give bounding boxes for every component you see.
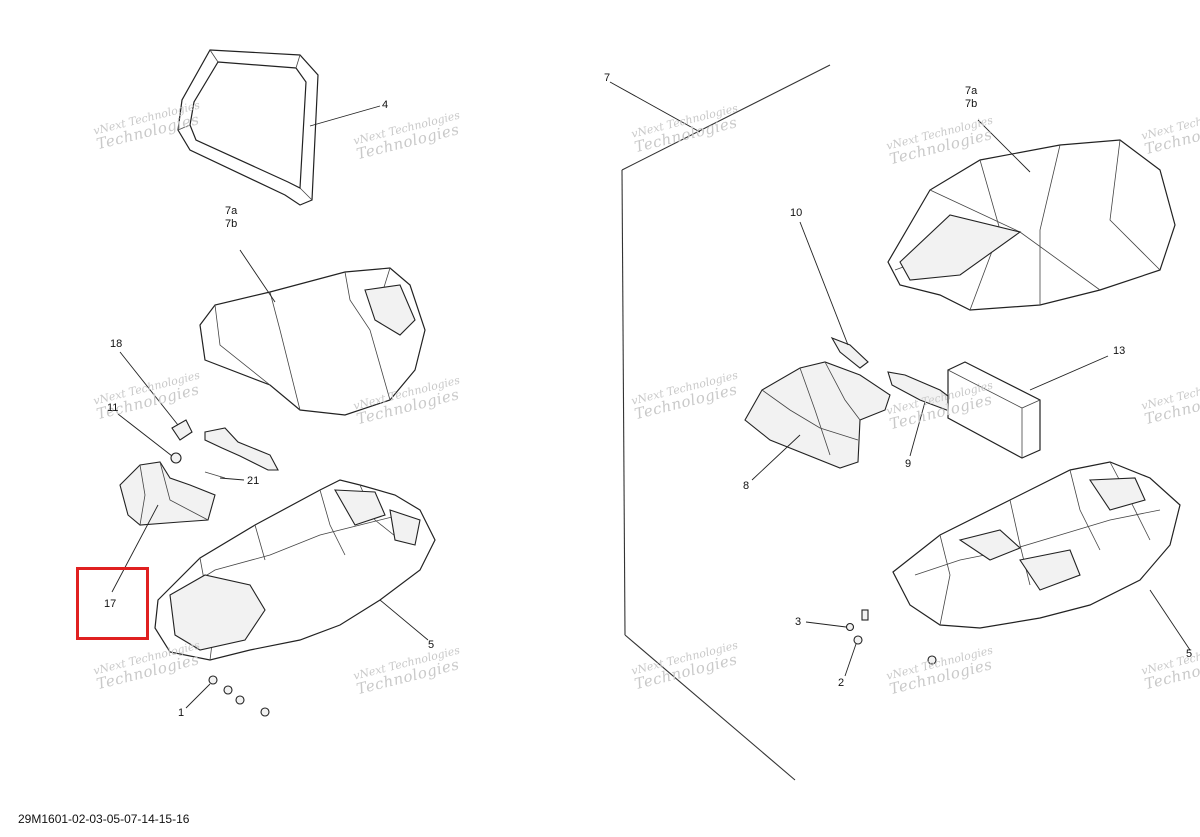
- diagram-code: 29M1601-02-03-05-07-14-15-16: [18, 812, 190, 826]
- leader-17: [111, 504, 159, 593]
- callout-4[interactable]: 4: [382, 99, 389, 111]
- callout-5-right[interactable]: 5: [1186, 648, 1193, 660]
- leader-7-left: [239, 249, 276, 303]
- callout-10[interactable]: 10: [790, 207, 803, 219]
- callout-17[interactable]: 17: [104, 598, 117, 610]
- leader-5-right: [1149, 589, 1191, 651]
- leader-8: [751, 434, 801, 481]
- part-2-nut[interactable]: [853, 635, 937, 665]
- callout-7[interactable]: 7: [604, 72, 611, 84]
- selection-highlight: [76, 567, 149, 640]
- part-11-bolt[interactable]: [170, 452, 182, 464]
- leader-3: [805, 621, 847, 628]
- callout-3[interactable]: 3: [795, 616, 802, 628]
- callout-7a[interactable]: 7a: [225, 205, 238, 217]
- part-7-outline: [621, 64, 831, 781]
- callout-5-left[interactable]: 5: [428, 639, 435, 651]
- part-7-seat-right[interactable]: [887, 139, 1176, 311]
- leader-2: [844, 643, 857, 677]
- callout-18[interactable]: 18: [110, 338, 123, 350]
- leader-21: [219, 477, 245, 481]
- callout-7b-right[interactable]: 7b: [965, 98, 978, 110]
- leader-7-right: [977, 119, 1031, 173]
- callout-11[interactable]: 11: [107, 402, 119, 414]
- part-5-body-left[interactable]: [154, 479, 436, 661]
- leader-9: [909, 401, 926, 457]
- leader-1: [185, 683, 211, 709]
- leader-18: [119, 351, 179, 426]
- part-3-washer[interactable]: [845, 609, 869, 632]
- part-bracket[interactable]: [204, 427, 279, 471]
- callout-7a-right[interactable]: 7a: [965, 85, 978, 97]
- part-8-bin[interactable]: [744, 361, 891, 469]
- part-18-clip[interactable]: [171, 419, 193, 441]
- callout-9[interactable]: 9: [905, 458, 912, 470]
- part-21-spring[interactable]: [204, 471, 226, 479]
- leader-5-left: [379, 599, 429, 641]
- part-10[interactable]: [830, 336, 869, 369]
- part-4-frame[interactable]: [177, 49, 319, 206]
- part-1-screws[interactable]: [208, 675, 270, 717]
- leader-7: [609, 81, 701, 133]
- callout-1[interactable]: 1: [178, 707, 185, 719]
- callout-2[interactable]: 2: [838, 677, 845, 689]
- leader-4: [309, 105, 381, 127]
- part-17-tray[interactable]: [119, 461, 216, 526]
- part-5-body-right[interactable]: [892, 461, 1181, 629]
- leader-13: [1029, 355, 1109, 391]
- part-7-seat-left[interactable]: [199, 267, 426, 416]
- callout-13[interactable]: 13: [1113, 345, 1126, 357]
- leader-11: [117, 413, 173, 457]
- callout-7b[interactable]: 7b: [225, 218, 238, 230]
- callout-8[interactable]: 8: [743, 480, 750, 492]
- leader-10: [799, 221, 849, 346]
- callout-21[interactable]: 21: [247, 475, 260, 487]
- part-13-foam[interactable]: [947, 361, 1041, 459]
